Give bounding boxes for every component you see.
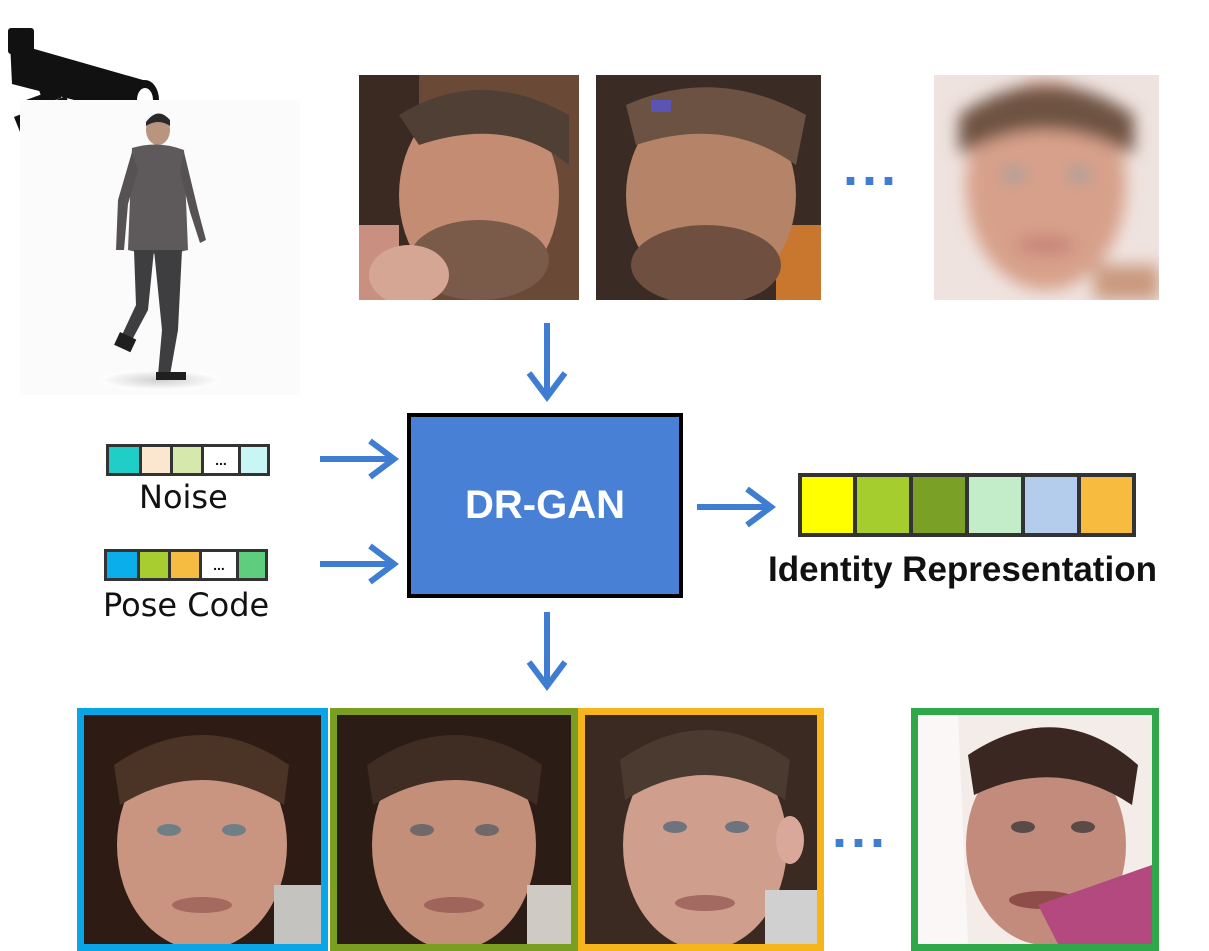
- arrow-model-to-identity: [697, 486, 776, 528]
- noise-cell: [106, 444, 142, 476]
- walking-person-image: [20, 100, 300, 395]
- identity-cell: [1021, 473, 1081, 537]
- noise-cell: [139, 444, 173, 476]
- input-face-photo-2: [596, 75, 821, 300]
- identity-representation-label: Identity Representation: [768, 550, 1157, 589]
- identity-cell: [965, 473, 1025, 537]
- pose-code-cell: [168, 549, 202, 581]
- identity-representation-vector: [798, 473, 1136, 537]
- arrow-noise-to-model: [320, 438, 399, 480]
- pose-code-ellipsis-cell: ...: [199, 549, 239, 581]
- generated-face-2: [330, 708, 578, 951]
- pose-code-cell: [137, 549, 171, 581]
- noise-vector: ...: [106, 444, 270, 476]
- noise-cell: [170, 444, 204, 476]
- identity-cell: [909, 473, 969, 537]
- dr-gan-model-box: DR-GAN: [407, 413, 683, 598]
- identity-cell: [798, 473, 857, 537]
- noise-cell: [238, 444, 270, 476]
- arrow-pose-to-model: [320, 543, 399, 585]
- input-face-photo-1: [359, 75, 579, 300]
- noise-label: Noise: [139, 478, 228, 516]
- pose-code-vector: ...: [104, 549, 268, 581]
- noise-ellipsis-cell: ...: [201, 444, 241, 476]
- input-face-photo-blurry: [934, 75, 1159, 300]
- generated-face-3: [578, 708, 824, 951]
- generated-face-4: [911, 708, 1159, 951]
- pose-code-label: Pose Code: [103, 586, 270, 624]
- identity-cell: [1077, 473, 1136, 537]
- generated-face-1: [77, 708, 328, 951]
- pose-code-cell: [104, 549, 140, 581]
- arrow-down-to-model: [526, 323, 568, 402]
- input-images-ellipsis: ...: [843, 137, 901, 197]
- model-label: DR-GAN: [465, 483, 625, 527]
- generated-images-ellipsis: ...: [832, 799, 890, 859]
- pose-code-cell: [236, 549, 268, 581]
- identity-cell: [853, 473, 913, 537]
- arrow-model-to-generated: [526, 612, 568, 691]
